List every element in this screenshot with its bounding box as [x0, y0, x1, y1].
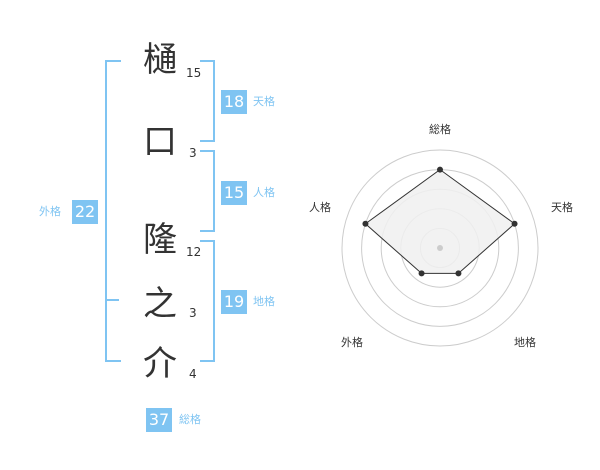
jinkaku-bracket	[200, 150, 215, 232]
gaikaku-label: 外格	[39, 205, 61, 218]
stroke-count-5: 4	[189, 367, 197, 381]
name-char-2: 口	[143, 122, 177, 162]
radar-polygon	[364, 168, 516, 274]
chikaku-label: 地格	[253, 295, 275, 308]
jinkaku-label: 人格	[253, 186, 275, 199]
stroke-count-1: 15	[186, 66, 202, 80]
radar-point-3	[418, 270, 425, 277]
soukaku-label: 総格	[179, 413, 201, 426]
radar-label-soukaku: 総格	[429, 123, 451, 136]
name-char-1: 樋	[143, 40, 177, 80]
chikaku-value: 19	[221, 290, 247, 314]
radar-label-jinkaku: 人格	[309, 201, 331, 214]
radar-point-1	[511, 220, 518, 227]
name-char-5: 介	[143, 344, 177, 384]
stroke-count-3: 12	[186, 245, 202, 259]
radar-label-tenkaku: 天格	[551, 201, 573, 214]
radar-point-4	[362, 220, 369, 227]
jinkaku-value: 15	[221, 181, 247, 205]
chikaku-bracket	[200, 240, 215, 362]
gaikaku-value: 22	[72, 200, 98, 224]
radar-point-2	[455, 270, 462, 277]
tenkaku-label: 天格	[253, 95, 275, 108]
radar-label-gaikaku: 外格	[341, 336, 363, 349]
soukaku-value: 37	[146, 408, 172, 432]
radar-center-dot	[437, 245, 443, 251]
tenkaku-bracket	[200, 60, 215, 142]
radar-ring-5	[341, 149, 539, 347]
name-char-4: 之	[143, 284, 177, 324]
stroke-count-2: 3	[189, 146, 197, 160]
stroke-count-4: 3	[189, 306, 197, 320]
gaikaku-bracket	[105, 60, 121, 362]
name-char-3: 隆	[143, 220, 177, 260]
radar-point-0	[437, 166, 443, 173]
radar-label-chikaku: 地格	[514, 336, 536, 349]
gaikaku-bracket-tick	[105, 299, 119, 301]
tenkaku-value: 18	[221, 90, 247, 114]
